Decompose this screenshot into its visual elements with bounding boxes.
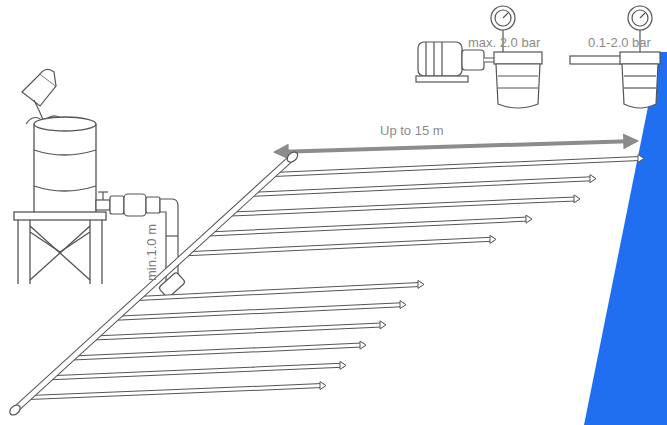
lateral-pipe bbox=[50, 365, 342, 377]
lateral-pipe bbox=[29, 386, 322, 398]
end-cap bbox=[285, 150, 299, 164]
pouring-jug bbox=[22, 69, 66, 124]
lateral-pipe bbox=[208, 219, 528, 234]
lateral-pipe bbox=[252, 179, 592, 195]
barrel-stand bbox=[14, 212, 106, 284]
lateral-pipe bbox=[230, 199, 576, 214]
lateral-pipe bbox=[137, 284, 420, 298]
dripper-end bbox=[638, 154, 644, 162]
lateral-pipe bbox=[94, 325, 382, 338]
dripper-end bbox=[400, 301, 406, 309]
height-label: min.1.0 m bbox=[145, 223, 158, 280]
main-pipe bbox=[15, 157, 292, 410]
pressure-label: 0.1-2.0 bar bbox=[588, 36, 651, 49]
dripper-end bbox=[526, 215, 532, 223]
distance-arrow bbox=[276, 141, 636, 152]
drip-pipes bbox=[8, 150, 644, 417]
dripper-end bbox=[418, 280, 424, 288]
pressure-label: max. 2.0 bar bbox=[468, 36, 540, 49]
dripper-end bbox=[340, 361, 346, 369]
main-pipe bbox=[15, 157, 292, 410]
pressure-filter-assembly bbox=[570, 6, 660, 108]
water-barrel bbox=[34, 117, 96, 217]
lateral-pipe bbox=[50, 365, 342, 377]
lateral-pipe bbox=[273, 158, 640, 174]
end-cap bbox=[8, 403, 22, 417]
lateral-pipe bbox=[29, 386, 322, 398]
dripper-end bbox=[360, 341, 366, 349]
lateral-pipe bbox=[94, 325, 382, 338]
dripper-end bbox=[590, 175, 596, 183]
lateral-pipe bbox=[186, 239, 492, 253]
lateral-pipe bbox=[116, 305, 402, 319]
lateral-pipe bbox=[208, 219, 528, 234]
dripper-end bbox=[490, 235, 496, 243]
lateral-pipe bbox=[72, 345, 362, 358]
lateral-pipe bbox=[230, 199, 576, 214]
lateral-pipe bbox=[116, 305, 402, 319]
pump-assembly bbox=[416, 6, 542, 108]
lateral-pipe bbox=[186, 239, 492, 253]
dripper-end bbox=[320, 382, 326, 390]
blue-band bbox=[584, 52, 667, 425]
lateral-pipe bbox=[72, 345, 362, 358]
lateral-pipe bbox=[252, 179, 592, 195]
dripper-end bbox=[574, 195, 580, 203]
dripper-end bbox=[380, 321, 386, 329]
distance-label: Up to 15 m bbox=[380, 124, 444, 137]
lateral-pipe bbox=[137, 284, 420, 298]
lateral-pipe bbox=[273, 158, 640, 174]
tap-and-filter bbox=[96, 192, 186, 298]
